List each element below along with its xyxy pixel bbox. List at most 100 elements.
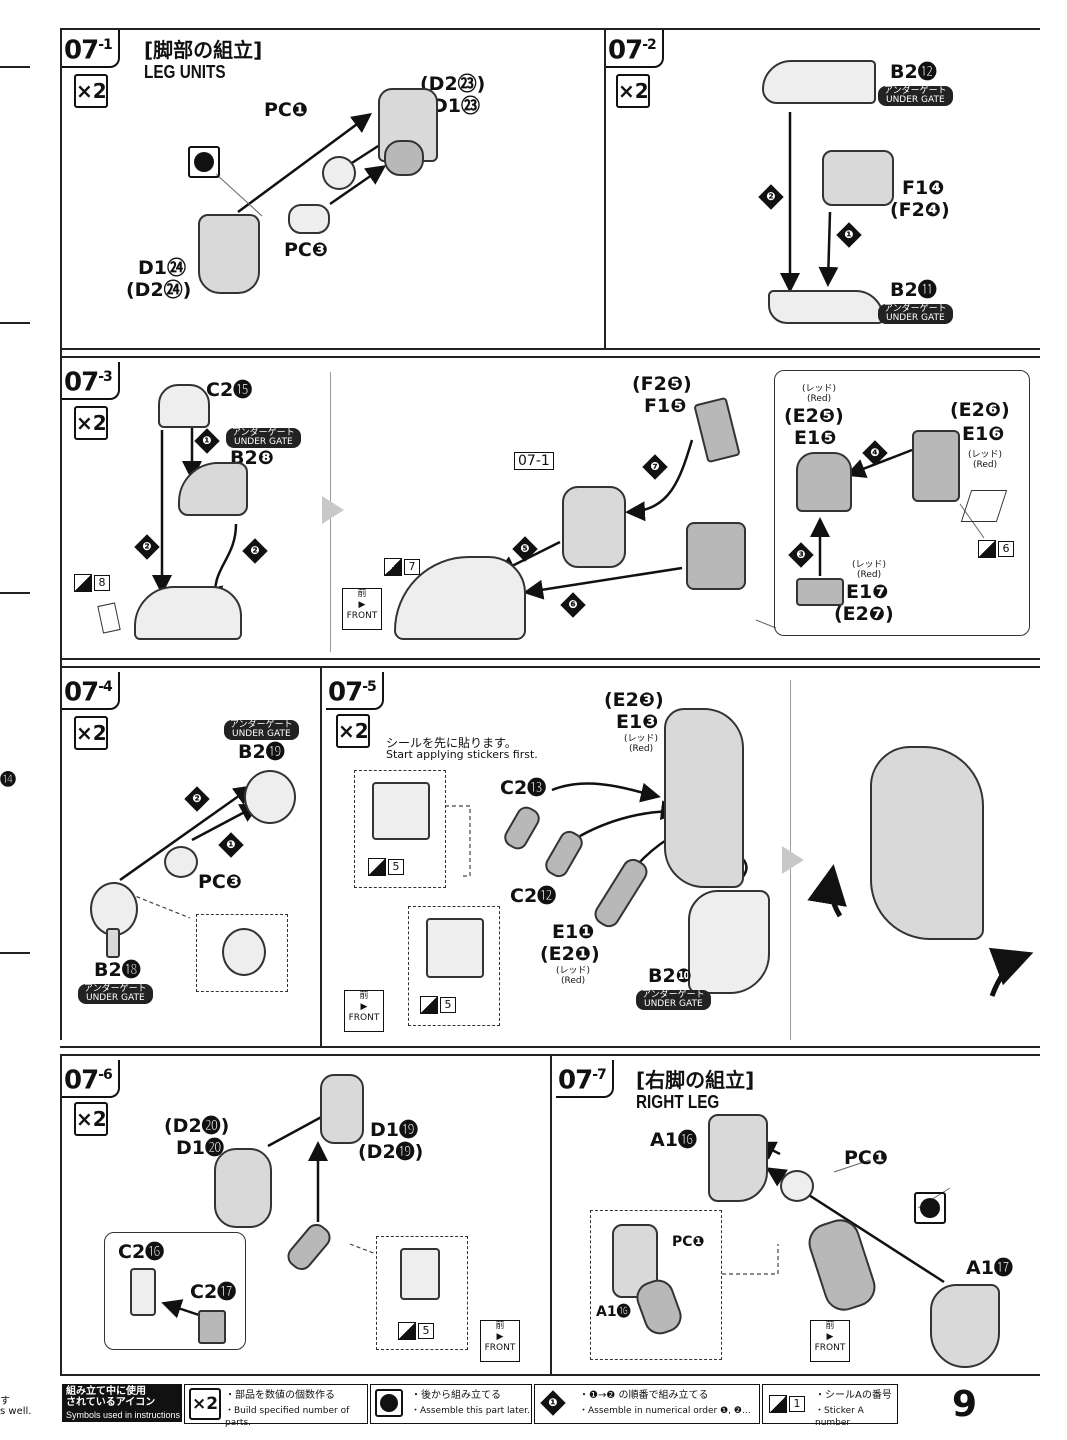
part-leg-armor [134, 586, 242, 640]
front-en: FRONT [346, 611, 378, 621]
step-num: 07 [64, 677, 99, 708]
part-pc3 [164, 846, 198, 878]
left-cut-number: ⓮ [0, 770, 17, 789]
part-label: (F2❺) [632, 373, 692, 395]
sticker-inset [354, 770, 446, 888]
part-f1-5 [693, 396, 741, 464]
front-icon: 前▶FRONT [480, 1320, 520, 1362]
order-marker: ❶ [218, 832, 244, 858]
order-num: ❷ [766, 190, 776, 203]
quantity-icon: ×2 [336, 714, 370, 748]
order-num: ❷ [142, 540, 152, 553]
part-pc3 [288, 204, 330, 234]
detail-inset [196, 914, 288, 992]
sticker-part [400, 1248, 440, 1300]
order-num: ❷ [192, 792, 202, 805]
order-marker: ❻ [560, 592, 586, 618]
part-label: (D2⓳) [358, 1141, 424, 1163]
part-label: D1⓳ [370, 1119, 418, 1141]
part-knee-block [686, 522, 746, 590]
sticker-number: 5 [418, 1323, 434, 1339]
red-jp: (レッド) [852, 560, 887, 570]
detail-box [104, 1232, 246, 1350]
gate-jp: アンダーゲート [884, 86, 947, 96]
step-number-07-3: 07-3 [62, 362, 120, 400]
part-c2-12 [541, 827, 587, 881]
part-label: E1❶ [552, 921, 595, 943]
legend-title-en: Symbols used in instructions [66, 1410, 181, 1420]
divider-1 [604, 28, 606, 348]
part-e1-5 [796, 452, 852, 512]
part-label: (E2❺) [784, 405, 844, 427]
step-number-07-1: 07-1 [62, 30, 120, 68]
sticker-icon [769, 1395, 787, 1413]
row-top-2 [60, 356, 1040, 358]
quantity-icon: ×2 [74, 716, 108, 750]
step-sub: -6 [98, 1067, 113, 1083]
red-en: (Red) [806, 394, 832, 404]
row-divider-2 [60, 658, 1040, 660]
step-title-en: RIGHT LEG [636, 1092, 720, 1112]
part-f1-4 [822, 150, 894, 206]
gate-en: UNDER GATE [233, 437, 293, 447]
part-b2-8 [178, 462, 248, 516]
order-num: ❶ [226, 838, 236, 851]
step-number-07-5: 07-5 [326, 672, 384, 710]
order-num: ❶ [202, 434, 212, 447]
row-top-3 [60, 666, 1040, 668]
part-label: A1⓱ [966, 1257, 1013, 1279]
sticker-shape [97, 602, 121, 634]
part-d1-19 [320, 1074, 364, 1144]
part-label: (E2❼) [834, 603, 894, 625]
front-icon: 前▶FRONT [344, 990, 384, 1032]
part-a1-16-detail [612, 1224, 658, 1298]
sticker-number: 8 [94, 575, 110, 591]
sticker-part [372, 782, 430, 840]
gate-en: UNDER GATE [85, 993, 145, 1003]
part-leg-frame [803, 1214, 881, 1316]
part-label: (D2⓴) [164, 1115, 230, 1137]
front-en: FRONT [348, 1013, 380, 1023]
step-sub: -4 [98, 679, 113, 695]
order-num: ❶ [548, 1396, 558, 1409]
legend-item-order: ❶ ・❶→❷ の順番で組み立てる ・Assemble in numerical … [534, 1384, 760, 1424]
part-label: C2⓬ [510, 885, 557, 907]
sticker-part [426, 918, 484, 978]
front-jp: 前 [359, 991, 369, 1001]
part-label: (E2❻) [950, 399, 1010, 421]
quantity-icon: ×2 [74, 74, 108, 108]
part-b2-19 [244, 770, 296, 824]
part-leg-assembled [870, 746, 984, 940]
sticker-icon [398, 1322, 416, 1340]
red-en: (Red) [972, 460, 998, 470]
red-jp: (レッド) [968, 450, 1003, 460]
part-b2-11 [768, 290, 884, 324]
order-num: ❸ [796, 548, 806, 561]
color-note: (レッド)(Red) [624, 734, 658, 754]
part-a1-17 [930, 1284, 1000, 1368]
part-a1-16 [708, 1114, 768, 1202]
part-c2-15 [158, 384, 210, 428]
part-label: D1㉓ [432, 95, 480, 117]
step-sub: -7 [592, 1067, 607, 1083]
color-note: (レッド)(Red) [968, 450, 1002, 470]
front-en: FRONT [814, 1343, 846, 1353]
front-en: FRONT [484, 1343, 516, 1353]
part-c2-17 [198, 1310, 226, 1344]
order-marker: ❷ [134, 534, 160, 560]
part-label: E1❼ [846, 581, 889, 603]
left-cut-line [0, 322, 30, 324]
step-num: 07 [558, 1065, 593, 1096]
divider-5 [550, 1054, 552, 1374]
gate-en: UNDER GATE [231, 729, 291, 739]
sticker-icon [74, 574, 92, 592]
step-title-jp: [脚部の組立] [144, 38, 263, 62]
step-num: 07 [608, 35, 643, 66]
left-cut-text-en: s well. [0, 1406, 32, 1417]
part-label: C2⓯ [206, 379, 253, 401]
step-number-07-2: 07-2 [606, 30, 664, 68]
part-c2-16 [130, 1268, 156, 1316]
part-e1-6 [912, 430, 960, 502]
part-pc1 [322, 156, 356, 190]
